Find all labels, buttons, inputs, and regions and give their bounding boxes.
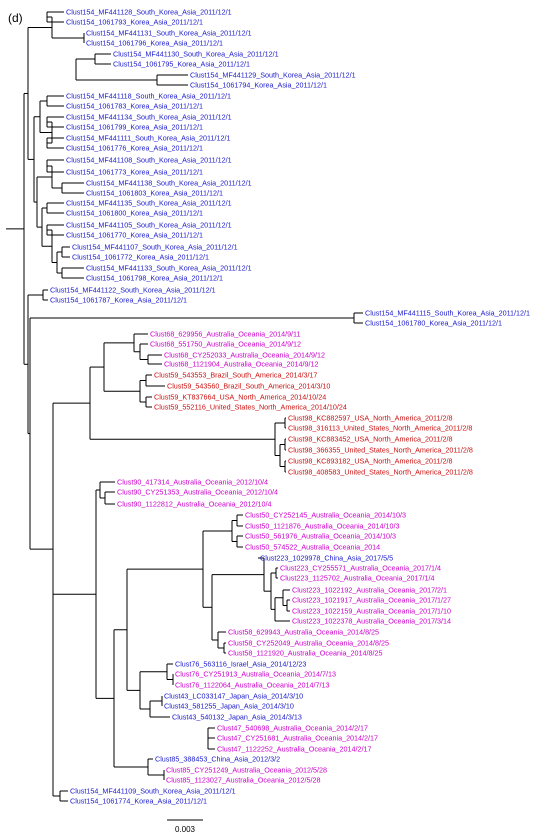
leaf-label: Clust85_388453_China_Asia_2012/3/2	[155, 755, 280, 764]
leaf-label: Clust154_1061803_Korea_Asia_2011/12/1	[86, 189, 223, 198]
leaf-label: Clust98_KC883452_USA_North_America_2011/…	[288, 435, 452, 444]
leaf-label: Clust154_1061774_Korea_Asia_2011/12/1	[70, 797, 207, 806]
leaf-label: Clust154_1061770_Korea_Asia_2011/12/1	[66, 231, 203, 240]
leaf-label: Clust154_MF441134_South_Korea_Asia_2011/…	[66, 113, 232, 122]
leaf-label: Clust50_1121876_Australia_Oceania_2014/1…	[245, 522, 400, 531]
leaf-label: Clust98_316113_United_States_North_Ameri…	[288, 424, 472, 433]
tree-branches	[6, 11, 363, 802]
leaf-label: Clust58_1121920_Australia_Oceania_2014/8…	[228, 649, 383, 658]
leaf-label: Clust68_CY252033_Australia_Oceania_2014/…	[164, 351, 325, 360]
leaf-label: Clust223_1125702_Australia_Oceania_2017/…	[280, 574, 435, 583]
leaf-label: Clust154_1061780_Korea_Asia_2011/12/1	[365, 319, 502, 328]
leaf-label: Clust154_MF441131_South_Korea_Asia_2011/…	[86, 29, 252, 38]
leaf-label: Clust154_MF441115_South_Korea_Asia_2011/…	[365, 309, 530, 318]
leaf-label: Clust154_1061799_Korea_Asia_2011/12/1	[66, 123, 203, 132]
leaf-label: Clust154_MF441133_South_Korea_Asia_2011/…	[86, 264, 252, 273]
leaf-label: Clust154_1061794_Korea_Asia_2011/12/1	[190, 81, 327, 90]
leaf-label: Clust154_1061772_Korea_Asia_2011/12/1	[72, 253, 209, 262]
leaf-label: Clust76_CY251913_Australia_Oceania_2014/…	[175, 670, 336, 679]
leaf-label: Clust98_366355_United_States_North_Ameri…	[288, 446, 473, 455]
leaf-label: Clust59_552116_United_States_North_Ameri…	[154, 403, 347, 412]
panel-label: (d)	[8, 11, 23, 25]
leaf-label: Clust76_1122064_Australia_Oceania_2014/7…	[175, 681, 330, 690]
leaf-label: Clust154_MF441135_South_Korea_Asia_2011/…	[66, 199, 232, 208]
leaf-label: Clust154_1061773_Korea_Asia_2011/12/1	[66, 168, 203, 177]
leaf-label: Clust154_MF441130_South_Korea_Asia_2011/…	[113, 50, 279, 59]
leaf-label: Clust154_MF441122_South_Korea_Asia_2011/…	[50, 286, 216, 295]
leaf-label: Clust154_MF441107_South_Korea_Asia_2011/…	[72, 243, 238, 252]
leaf-label: Clust154_1061796_Korea_Asia_2011/12/1	[86, 39, 223, 48]
leaf-label: Clust58_CY252049_Australia_Oceania_2014/…	[228, 639, 389, 648]
leaf-label: Clust43_540132_Japan_Asia_2014/3/13	[172, 713, 302, 722]
leaf-label: Clust50_CY252145_Australia_Oceania_2014/…	[245, 511, 406, 520]
leaf-label: Clust223_1022192_Australia_Oceania_2017/…	[292, 586, 447, 595]
leaf-label: Clust154_1061787_Korea_Asia_2011/12/1	[50, 296, 187, 305]
tree-leaf-labels: Clust154_MF441128_South_Korea_Asia_2011/…	[50, 8, 530, 806]
leaf-label: Clust47_540698_Australia_Oceania_2014/2/…	[217, 724, 368, 733]
leaf-label: Clust90_1122812_Australia_Oceania_2012/1…	[117, 500, 272, 509]
leaf-label: Clust154_1061776_Korea_Asia_2011/12/1	[66, 144, 203, 153]
leaf-label: Clust59_543560_Brazil_South_America_2014…	[167, 382, 330, 391]
leaf-label: Clust154_MF441118_South_Korea_Asia_2011/…	[66, 92, 231, 101]
leaf-label: Clust58_629943_Australia_Oceania_2014/8/…	[228, 628, 379, 637]
leaf-label: Clust154_1061795_Korea_Asia_2011/12/1	[113, 60, 250, 69]
leaf-label: Clust223_1022378_Australia_Oceania_2017/…	[292, 617, 451, 626]
leaf-label: Clust59_KT837664_USA_North_America_2014/…	[154, 393, 326, 402]
leaf-label: Clust154_MF441111_South_Korea_Asia_2011/…	[66, 134, 231, 143]
leaf-label: Clust154_1061798_Korea_Asia_2011/12/1	[86, 274, 223, 283]
leaf-label: Clust154_MF441129_South_Korea_Asia_2011/…	[190, 71, 356, 80]
leaf-label: Clust98_408583_United_States_North_Ameri…	[288, 468, 473, 477]
leaf-label: Clust223_1022159_Australia_Oceania_2017/…	[292, 607, 451, 616]
leaf-label: Clust76_563116_Israel_Asia_2014/12/23	[175, 660, 306, 669]
leaf-label: Clust223_CY255571_Australia_Oceania_2017…	[280, 564, 441, 573]
leaf-label: Clust47_CY251681_Australia_Oceania_2014/…	[217, 734, 378, 743]
leaf-label: Clust43_LC033147_Japan_Asia_2014/3/10	[164, 692, 303, 701]
leaf-label: Clust154_MF441138_South_Korea_Asia_2011/…	[86, 179, 252, 188]
leaf-label: Clust43_581255_Japan_Asia_2014/3/10	[164, 702, 294, 711]
leaf-label: Clust154_MF441128_South_Korea_Asia_2011/…	[66, 8, 232, 17]
leaf-label: Clust98_KC882597_USA_North_America_2011/…	[288, 414, 452, 423]
leaf-label: Clust90_417314_Australia_Oceania_2012/10…	[117, 478, 268, 487]
scale-bar-label: 0.003	[175, 825, 196, 834]
leaf-label: Clust98_KC893182_USA_North_America_2011/…	[288, 457, 452, 466]
leaf-label: Clust223_1021917_Australia_Oceania_2017/…	[292, 596, 451, 605]
leaf-label: Clust50_574522_Australia_Oceania_2014	[245, 543, 380, 552]
leaf-label: Clust85_1123027_Australia_Oceania_2012/5…	[166, 776, 321, 785]
leaf-label: Clust85_CY251249_Australia_Oceania_2012/…	[166, 766, 327, 775]
leaf-label: Clust154_MF441108_South_Korea_Asia_2011/…	[66, 156, 232, 165]
leaf-label: Clust90_CY251353_Australia_Oceania_2012/…	[117, 488, 278, 497]
leaf-label: Clust68_1121904_Australia_Oceania_2014/9…	[164, 360, 319, 369]
leaf-label: Clust50_561976_Australia_Oceania_2014/10…	[245, 532, 396, 541]
leaf-label: Clust154_1061793_Korea_Asia_2011/12/1	[66, 18, 203, 27]
leaf-label: Clust47_1122252_Australia_Oceania_2014/2…	[217, 745, 372, 754]
scale-bar: 0.003	[167, 819, 203, 834]
leaf-label: Clust154_1061800_Korea_Asia_2011/12/1	[66, 209, 203, 218]
leaf-label: Clust59_543553_Brazil_South_America_2014…	[154, 371, 317, 380]
leaf-label: Clust223_1029978_China_Asia_2017/5/5	[260, 554, 393, 563]
leaf-label: Clust68_629956_Australia_Oceania_2014/9/…	[150, 330, 301, 339]
leaf-label: Clust154_1061783_Korea_Asia_2011/12/1	[66, 102, 203, 111]
leaf-label: Clust154_MF441105_South_Korea_Asia_2011/…	[66, 221, 232, 230]
leaf-label: Clust68_551750_Australia_Oceania_2014/9/…	[150, 340, 301, 349]
leaf-label: Clust154_MF441109_South_Korea_Asia_2011/…	[70, 787, 236, 796]
